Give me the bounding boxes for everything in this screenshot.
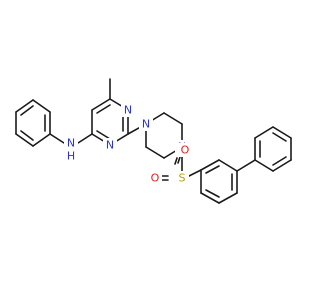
piperazine-n-left-label: N	[142, 118, 150, 131]
oxygen-bottom-label: O	[151, 172, 160, 185]
pyrimidine-n-top-label: N	[124, 104, 132, 117]
bond-biphenyl-link	[236, 159, 256, 172]
sulfur-label: S	[179, 172, 186, 185]
atom-labels: N H N N N N S O O	[64, 103, 192, 185]
bond-sulfur-aryl	[188, 169, 202, 177]
nh-hydrogen-label: H	[67, 150, 75, 163]
structure-diagram: N H N N N N S O O	[15, 78, 292, 204]
pyrimidine-n-bottom-label: N	[106, 139, 114, 152]
bond-nh-pyrimidine	[77, 133, 93, 144]
bond-phenyl-nh	[49, 133, 65, 144]
biphenyl-inner-ring	[200, 159, 238, 204]
nh-nitrogen-label: N	[67, 137, 75, 150]
molecule-drawing: N H N N N N S O O	[15, 78, 292, 204]
biphenyl-outer-ring	[254, 126, 292, 172]
phenyl-ring-left	[15, 99, 51, 147]
oxygen-top-label: O	[181, 144, 190, 157]
